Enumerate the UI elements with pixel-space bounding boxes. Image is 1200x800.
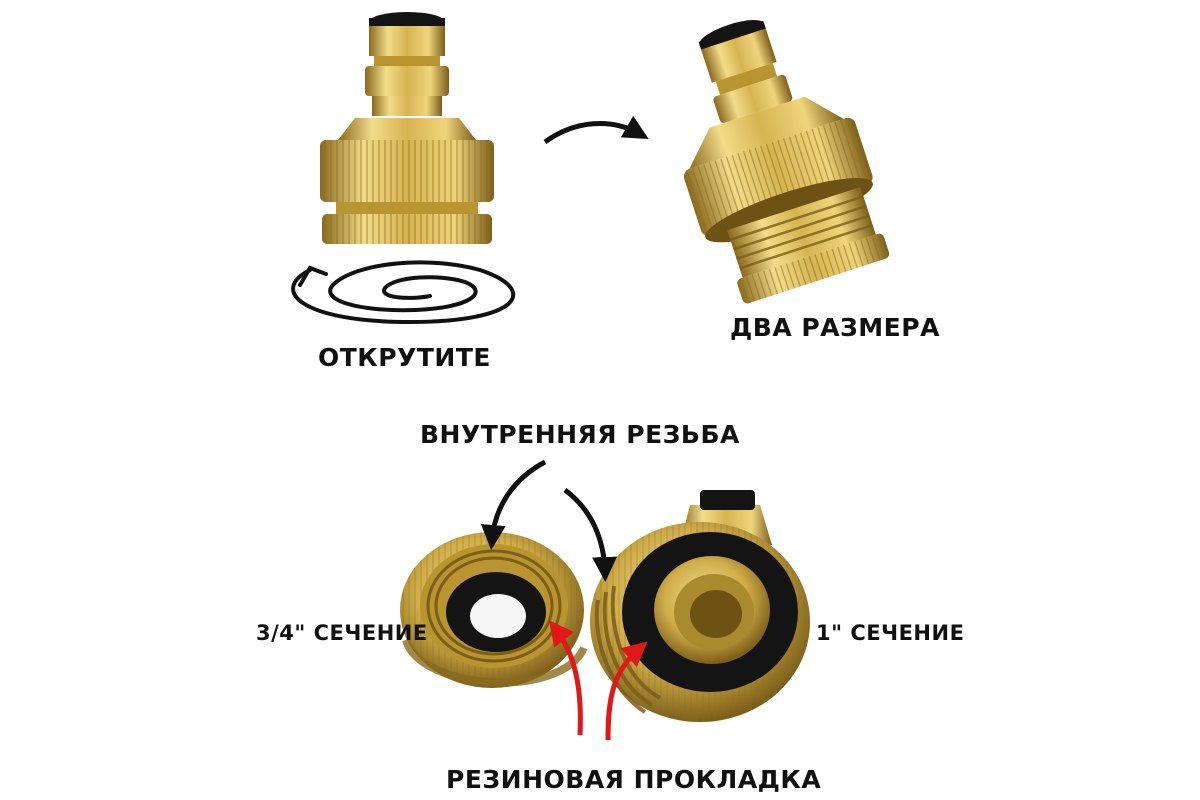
label-two-sizes: ДВА РАЗМЕРА xyxy=(730,313,940,342)
label-size-3-4: 3/4" СЕЧЕНИЕ xyxy=(256,621,428,645)
adapter-1-photo xyxy=(590,490,810,722)
gasket-arrow-icons xyxy=(548,620,648,741)
adapter-3-4-photo xyxy=(400,532,588,688)
fitting-assembled-photo xyxy=(320,12,494,244)
label-rubber-gasket: РЕЗИНОВАЯ ПРОКЛАДКА xyxy=(446,765,822,794)
label-internal-thread: ВНУТРЕННЯЯ РЕЗЬБА xyxy=(420,420,740,449)
thread-arrow-icons xyxy=(480,459,618,582)
spiral-unscrew-icon xyxy=(291,260,515,325)
arrow-right-icon xyxy=(543,115,649,145)
fitting-disassembled-photo xyxy=(683,20,890,304)
label-size-1: 1" СЕЧЕНИЕ xyxy=(816,621,965,645)
label-unscrew: ОТКРУТИТЕ xyxy=(318,343,491,372)
